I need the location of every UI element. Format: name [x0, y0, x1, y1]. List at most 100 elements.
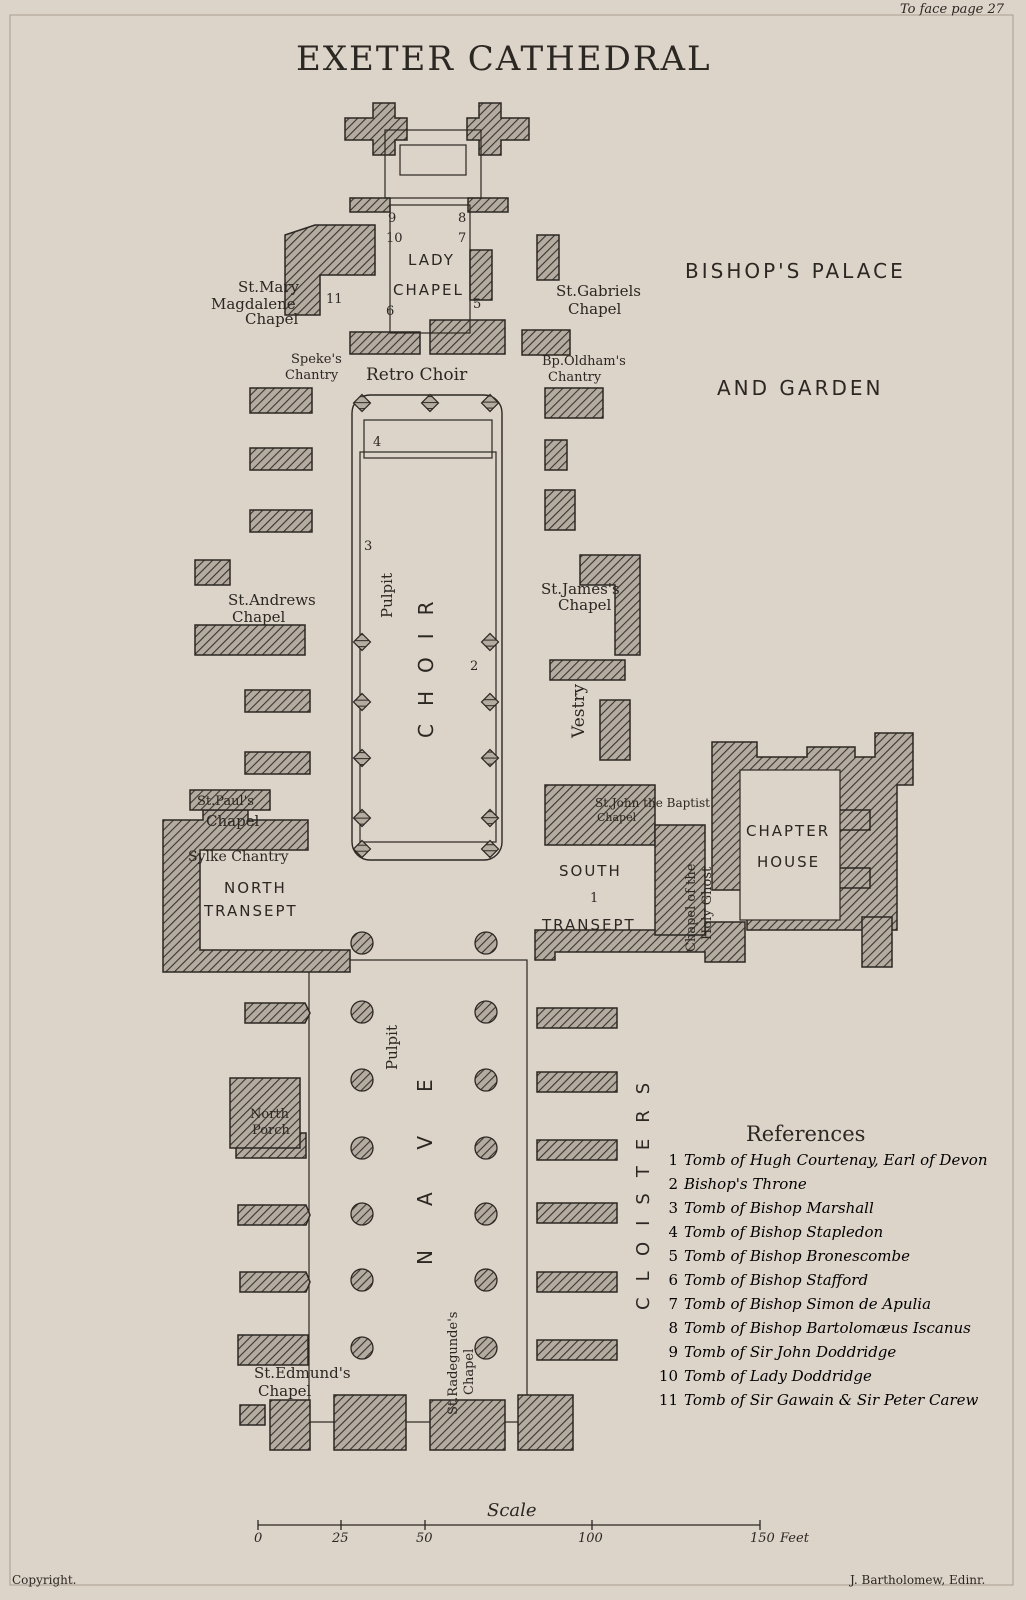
- tomb-marker-1: 1: [590, 891, 599, 906]
- label-st-andrews-1: St.Andrews: [228, 591, 316, 609]
- label-chapter-house-2: HOUSE: [757, 853, 821, 871]
- reference-item: 10 Tomb of Lady Doddridge: [658, 1367, 988, 1385]
- tomb-marker-8: 8: [458, 211, 467, 226]
- page-note: To face page 27: [900, 2, 1005, 17]
- reference-number: 1: [668, 1151, 678, 1169]
- label-and-garden: AND GARDEN: [717, 376, 884, 400]
- reference-text: Tomb of Bishop Bronescombe: [684, 1247, 910, 1265]
- label-st-mary-1: St.Mary: [238, 278, 300, 296]
- reference-text: Tomb of Bishop Bartolomæus Iscanus: [684, 1319, 971, 1337]
- label-oldham-1: Bp.Oldham's: [542, 354, 626, 369]
- lady-chapel-interior: [384, 129, 482, 334]
- reference-number: 11: [658, 1391, 678, 1409]
- scale-tick-50: 50: [416, 1531, 433, 1546]
- label-bishops-palace: BISHOP'S PALACE: [685, 259, 906, 283]
- reference-number: 9: [668, 1343, 678, 1361]
- tomb-marker-7: 7: [458, 231, 467, 246]
- scale-tick-100: 100: [578, 1531, 603, 1546]
- tomb-marker-5: 5: [473, 297, 482, 312]
- label-pulpit-choir: Pulpit: [378, 573, 396, 618]
- reference-item: 1 Tomb of Hugh Courtenay, Earl of Devon: [658, 1151, 988, 1169]
- label-chapter-house-1: CHAPTER: [746, 822, 831, 840]
- scale-tick-150: 150: [750, 1531, 775, 1546]
- scale-bar: [257, 1520, 761, 1530]
- footer-copyright: Copyright.: [12, 1573, 77, 1587]
- reference-item: 2 Bishop's Throne: [658, 1175, 988, 1193]
- label-nave: NAVE: [413, 1035, 437, 1265]
- tomb-marker-3: 3: [364, 539, 373, 554]
- label-st-john-2: Chapel: [597, 811, 637, 824]
- label-north-transept-2: TRANSEPT: [204, 902, 298, 920]
- reference-number: 10: [658, 1367, 678, 1385]
- reference-item: 6 Tomb of Bishop Stafford: [658, 1271, 988, 1289]
- label-north-porch-1: North: [250, 1107, 290, 1122]
- tomb-marker-11: 11: [326, 292, 343, 307]
- label-st-mary-2: Magdalene: [211, 295, 296, 313]
- scale-unit: Feet: [780, 1531, 809, 1546]
- scale-label: Scale: [487, 1500, 537, 1521]
- label-st-mary-3: Chapel: [245, 310, 299, 328]
- tomb-marker-6: 6: [386, 304, 395, 319]
- reference-item: 3 Tomb of Bishop Marshall: [658, 1199, 988, 1217]
- label-lady-chapel-1: LADY: [408, 251, 455, 269]
- transept-walls: [162, 784, 746, 973]
- label-holy-ghost-2: Holy Ghost: [700, 866, 715, 940]
- choir-aisle-walls: [194, 387, 641, 775]
- label-st-radegunde-2: Chapel: [462, 1348, 477, 1395]
- label-south-transept-1: SOUTH: [559, 862, 622, 880]
- reference-text: Bishop's Throne: [684, 1175, 807, 1193]
- label-st-pauls-1: St.Paul's: [197, 794, 254, 809]
- scale-tick-0: 0: [254, 1531, 263, 1546]
- label-south-transept-2: TRANSEPT: [542, 916, 636, 934]
- reference-text: Tomb of Lady Doddridge: [684, 1367, 872, 1385]
- reference-item: 5 Tomb of Bishop Bronescombe: [658, 1247, 988, 1265]
- label-st-gabriels-1: St.Gabriels: [556, 282, 641, 300]
- reference-text: Tomb of Bishop Stafford: [684, 1271, 869, 1289]
- reference-text: Tomb of Hugh Courtenay, Earl of Devon: [684, 1151, 988, 1169]
- reference-number: 3: [668, 1199, 678, 1217]
- label-st-james-1: St.James's: [541, 580, 620, 598]
- tomb-marker-4: 4: [373, 435, 382, 450]
- reference-number: 4: [668, 1223, 678, 1241]
- label-north-transept-1: NORTH: [224, 879, 287, 897]
- label-holy-ghost-1: Chapel of the: [684, 863, 699, 952]
- reference-item: 11 Tomb of Sir Gawain & Sir Peter Carew: [658, 1391, 988, 1409]
- scale-tick-25: 25: [332, 1531, 349, 1546]
- label-retro-choir: Retro Choir: [366, 365, 468, 385]
- references-title: References: [746, 1122, 866, 1146]
- label-st-john-1: St.John the Baptist: [595, 796, 710, 810]
- label-st-radegunde-1: St.Radegunde's: [446, 1311, 461, 1415]
- reference-text: Tomb of Sir John Doddridge: [684, 1343, 897, 1361]
- reference-number: 6: [668, 1271, 678, 1289]
- choir-piers: [352, 393, 500, 859]
- tomb-marker-10: 10: [386, 231, 403, 246]
- references-legend: References 1 Tomb of Hugh Courtenay, Earl…: [658, 1124, 988, 1415]
- reference-text: Tomb of Bishop Stapledon: [684, 1223, 884, 1241]
- page-border: [9, 14, 1014, 1586]
- reference-number: 2: [668, 1175, 678, 1193]
- label-st-james-2: Chapel: [558, 596, 612, 614]
- footer-publisher: J. Bartholomew, Edinr.: [850, 1573, 986, 1587]
- label-speke-2: Chantry: [285, 368, 339, 383]
- label-cloisters: CLOISTERS: [633, 1066, 654, 1310]
- label-speke-1: Speke's: [291, 352, 342, 367]
- reference-item: 9 Tomb of Sir John Doddridge: [658, 1343, 988, 1361]
- reference-number: 7: [668, 1295, 678, 1313]
- reference-text: Tomb of Sir Gawain & Sir Peter Carew: [684, 1391, 979, 1409]
- map-title: EXETER CATHEDRAL: [296, 39, 712, 79]
- label-st-andrews-2: Chapel: [232, 608, 286, 626]
- reference-item: 8 Tomb of Bishop Bartolomæus Iscanus: [658, 1319, 988, 1337]
- reference-number: 8: [668, 1319, 678, 1337]
- reference-text: Tomb of Bishop Marshall: [684, 1199, 874, 1217]
- reference-item: 4 Tomb of Bishop Stapledon: [658, 1223, 988, 1241]
- label-vestry: Vestry: [569, 683, 589, 738]
- tomb-marker-9: 9: [388, 211, 397, 226]
- label-north-porch-2: Porch: [252, 1123, 290, 1138]
- reference-number: 5: [668, 1247, 678, 1265]
- label-st-edmunds-1: St.Edmund's: [254, 1364, 351, 1382]
- chapter-house-interior: [739, 769, 841, 921]
